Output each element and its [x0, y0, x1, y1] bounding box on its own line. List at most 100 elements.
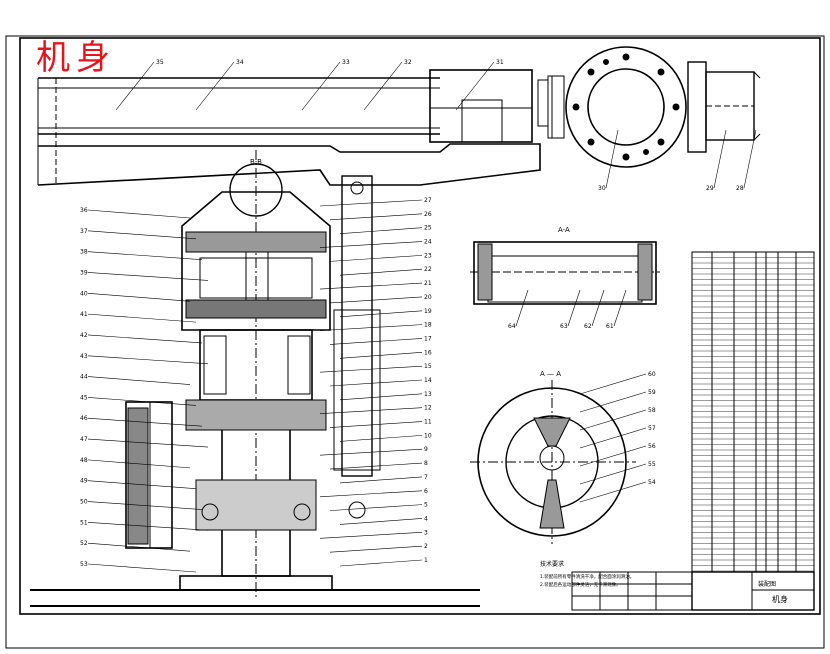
- pipe-flange: [565, 46, 761, 168]
- callout-39: 39: [80, 269, 88, 276]
- leader-line: [579, 391, 647, 413]
- callout-56: 56: [648, 443, 656, 450]
- section-view-top: [470, 241, 660, 305]
- leader-line: [87, 355, 209, 365]
- callout-2: 2: [424, 543, 428, 550]
- callout-30: 30: [598, 185, 606, 192]
- leader-line: [87, 417, 203, 427]
- notes-line-1: 1.装配前所有零件清洗干净，配合面涂润滑油。: [540, 573, 634, 580]
- callout-53: 53: [80, 561, 88, 568]
- callout-38: 38: [80, 249, 88, 256]
- callout-28: 28: [736, 185, 744, 192]
- callout-64: 64: [508, 323, 516, 330]
- leader-line: [319, 282, 423, 290]
- section-label-round: A — A: [540, 370, 561, 378]
- leader-line: [339, 393, 423, 401]
- hydraulic-cylinder: [429, 69, 565, 143]
- callout-58: 58: [648, 407, 656, 414]
- leader-line: [301, 61, 341, 111]
- leader-line: [329, 255, 423, 262]
- leader-line: [319, 365, 423, 373]
- callout-9: 9: [424, 446, 428, 453]
- callout-35: 35: [156, 59, 164, 66]
- leader-line: [339, 518, 423, 525]
- leader-line: [329, 213, 423, 221]
- callout-44: 44: [80, 374, 88, 381]
- callout-49: 49: [80, 478, 88, 485]
- leader-line: [515, 289, 529, 327]
- section-label-side: B-B: [250, 158, 262, 166]
- callout-50: 50: [80, 499, 88, 506]
- section-view-round: [470, 380, 636, 544]
- callout-20: 20: [424, 294, 432, 301]
- leader-line: [579, 373, 647, 395]
- callout-29: 29: [706, 185, 714, 192]
- leader-line: [87, 272, 209, 281]
- leader-line: [87, 376, 191, 385]
- callout-11: 11: [424, 419, 432, 426]
- leader-line: [743, 129, 757, 189]
- callout-36: 36: [80, 207, 88, 214]
- callout-63: 63: [560, 323, 568, 330]
- callout-3: 3: [424, 529, 428, 536]
- callout-48: 48: [80, 457, 88, 464]
- leader-line: [339, 310, 423, 318]
- leader-line: [87, 438, 209, 448]
- section-label-top: A-A: [558, 226, 570, 234]
- leader-line: [319, 241, 423, 248]
- leader-line: [319, 448, 423, 456]
- callout-14: 14: [424, 377, 432, 384]
- leader-line: [87, 522, 209, 531]
- callout-52: 52: [80, 540, 88, 547]
- callout-33: 33: [342, 59, 350, 66]
- callout-17: 17: [424, 335, 432, 342]
- leader-line: [319, 199, 423, 207]
- leader-line: [319, 324, 423, 331]
- callout-47: 47: [80, 436, 88, 443]
- leader-line: [339, 476, 423, 484]
- callout-4: 4: [424, 515, 428, 522]
- leader-line: [319, 532, 423, 539]
- drawing-title: 机身: [36, 38, 116, 78]
- leader-line: [319, 407, 423, 414]
- callout-7: 7: [424, 474, 428, 481]
- leader-line: [339, 559, 423, 567]
- callout-18: 18: [424, 322, 432, 329]
- callout-13: 13: [424, 391, 432, 398]
- callout-42: 42: [80, 332, 88, 339]
- leader-line: [579, 463, 647, 485]
- callout-40: 40: [80, 290, 88, 297]
- title-block-name: 机身: [772, 594, 788, 604]
- leader-line: [87, 397, 197, 406]
- title-block-small: 装配图: [758, 580, 776, 588]
- callout-60: 60: [648, 371, 656, 378]
- callout-6: 6: [424, 488, 428, 495]
- callout-1: 1: [424, 557, 428, 564]
- leader-line: [339, 435, 423, 442]
- callout-31: 31: [496, 59, 504, 66]
- callout-27: 27: [424, 197, 432, 204]
- callout-62: 62: [584, 323, 592, 330]
- leader-line: [579, 427, 647, 449]
- callout-22: 22: [424, 266, 432, 273]
- callout-24: 24: [424, 239, 432, 246]
- leader-line: [455, 61, 495, 111]
- leader-line: [579, 445, 647, 467]
- leader-line: [87, 542, 191, 552]
- callout-8: 8: [424, 460, 428, 467]
- callout-45: 45: [80, 394, 88, 401]
- callout-5: 5: [424, 502, 428, 509]
- leader-line: [339, 227, 423, 234]
- tie-rod: [333, 175, 381, 519]
- parts-list-table: [691, 251, 815, 573]
- callout-54: 54: [648, 479, 656, 486]
- leader-line: [339, 268, 423, 276]
- arm-beam: [37, 77, 541, 186]
- callout-34: 34: [236, 59, 244, 66]
- callout-16: 16: [424, 349, 432, 356]
- leader-line: [115, 61, 155, 111]
- callout-59: 59: [648, 389, 656, 396]
- callout-23: 23: [424, 252, 432, 259]
- leader-line: [329, 504, 423, 511]
